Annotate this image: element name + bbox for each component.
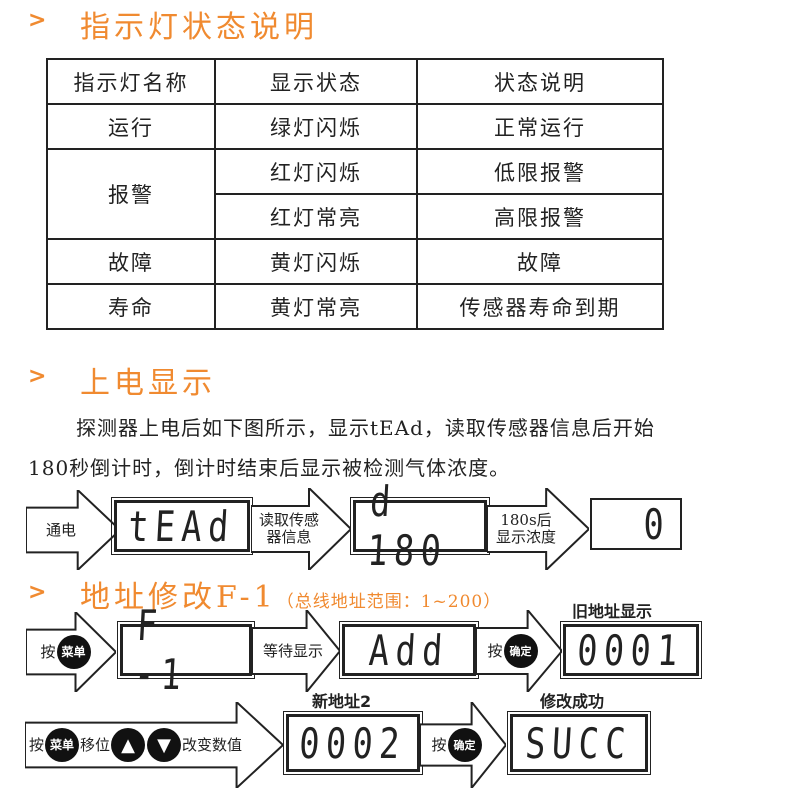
display-text: F -1 xyxy=(132,601,189,699)
display-text: Add xyxy=(367,625,451,675)
led-display: 0001 xyxy=(560,621,702,679)
flow-arrow: 读取传感器信息 xyxy=(251,488,351,570)
cell-desc: 故障 xyxy=(416,238,664,285)
section-title-poweron: 上电显示 xyxy=(80,366,216,401)
arrow-label: 180s后显示浓度 xyxy=(489,488,563,570)
led-display: 0 xyxy=(590,498,682,550)
table-header-row: 指示灯名称 显示状态 状态说明 xyxy=(46,58,664,105)
display-text: 0002 xyxy=(298,718,408,768)
led-display: F -1 xyxy=(117,601,255,699)
led-display: d 180 xyxy=(350,477,490,575)
menu-button-icon: 菜单 xyxy=(56,635,91,669)
cell-state: 绿灯闪烁 xyxy=(214,103,418,150)
change-text: 改变数值 xyxy=(182,735,243,754)
press-text: 按 xyxy=(40,642,56,661)
arrow-label: 按确定 xyxy=(482,610,544,692)
arrow-label: 按 菜单 移位 ▲ ▼ 改变数值 xyxy=(29,702,275,788)
flow-arrow: 180s后显示浓度 xyxy=(487,488,589,570)
down-button-icon: ▼ xyxy=(147,728,182,762)
cell-desc: 低限报警 xyxy=(416,148,664,195)
flow-arrow: 按确定 xyxy=(420,702,506,788)
chevron-icon: > xyxy=(28,580,47,605)
indicator-table: 指示灯名称 显示状态 状态说明 运行 绿灯闪烁 正常运行 报警 红灯闪烁 低限报… xyxy=(46,58,664,330)
cell-name: 报警 xyxy=(46,148,216,240)
label-line: 180s后 xyxy=(500,511,552,529)
header-cell: 状态说明 xyxy=(416,58,664,105)
section-title-indicator: 指示灯状态说明 xyxy=(80,10,318,45)
display-text: SUCC xyxy=(524,718,634,768)
table-row: 运行 绿灯闪烁 正常运行 xyxy=(46,103,664,150)
caption-new-address: 新地址2 xyxy=(312,692,372,711)
table-row: 红灯常亮 高限报警 xyxy=(47,193,664,240)
title-note: （总线地址范围：1~200） xyxy=(276,592,502,612)
cell-name: 故障 xyxy=(46,238,216,285)
arrow-label: 读取传感器信息 xyxy=(253,488,325,570)
caption-success: 修改成功 xyxy=(540,692,605,711)
display-text: 0001 xyxy=(576,625,686,675)
menu-button-icon: 菜单 xyxy=(45,728,80,762)
cell-state: 黄灯常亮 xyxy=(214,283,418,330)
display-text: tEAd xyxy=(127,501,237,551)
arrow-label: 等待显示 xyxy=(262,641,323,660)
section-title-address: 地址修改F-1（总线地址范围：1~200） xyxy=(80,572,501,616)
cell-name: 运行 xyxy=(46,103,216,150)
flow-arrow: 通电 xyxy=(26,490,120,570)
header-cell: 指示灯名称 xyxy=(46,58,216,105)
confirm-button-icon: 确定 xyxy=(503,634,538,668)
display-text: 0 xyxy=(643,499,664,549)
chevron-icon: > xyxy=(28,8,47,33)
arrow-label: 按菜单 xyxy=(36,612,96,692)
chevron-icon: > xyxy=(28,364,47,389)
table-row: 寿命 黄灯常亮 传感器寿命到期 xyxy=(46,283,664,330)
press-text: 按 xyxy=(29,735,45,754)
led-display: Add xyxy=(339,621,479,679)
flow-arrow: 按 菜单 移位 ▲ ▼ 改变数值 xyxy=(25,702,283,788)
caption-old-address: 旧地址显示 xyxy=(572,602,653,621)
flow-arrow: 按确定 xyxy=(476,610,562,692)
paragraph-line: 180秒倒计时，倒计时结束后显示被检测气体浓度。 xyxy=(28,456,511,480)
led-display: tEAd xyxy=(111,497,253,555)
cell-state: 红灯常亮 xyxy=(214,193,418,240)
cell-desc: 高限报警 xyxy=(416,193,664,240)
flow-arrow: 等待显示 xyxy=(252,610,340,692)
cell-name: 寿命 xyxy=(46,283,216,330)
table-row: 报警 红灯闪烁 低限报警 xyxy=(46,148,664,240)
header-cell: 显示状态 xyxy=(214,58,418,105)
label-line: 读取传感 xyxy=(258,511,319,529)
arrow-label: 按确定 xyxy=(426,702,488,788)
label-line: 器信息 xyxy=(266,528,312,546)
cell-state: 红灯闪烁 xyxy=(214,148,418,195)
table-row: 故障 黄灯闪烁 故障 xyxy=(46,238,664,285)
confirm-button-icon: 确定 xyxy=(447,728,482,762)
shift-text: 移位 xyxy=(80,735,111,754)
led-display: SUCC xyxy=(507,711,651,775)
cell-state: 黄灯闪烁 xyxy=(214,238,418,285)
press-text: 按 xyxy=(487,641,503,660)
flow-arrow: 按菜单 xyxy=(26,612,116,692)
title-text: 地址修改F-1 xyxy=(80,580,277,615)
label-line: 显示浓度 xyxy=(495,528,556,546)
paragraph-line: 探测器上电后如下图所示，显示tEAd，读取传感器信息后开始 xyxy=(76,416,655,440)
cell-desc: 正常运行 xyxy=(416,103,664,150)
led-display: 0002 xyxy=(283,711,423,775)
press-text: 按 xyxy=(431,735,447,754)
arrow-label: 通电 xyxy=(45,520,76,539)
up-button-icon: ▲ xyxy=(111,728,146,762)
cell-desc: 传感器寿命到期 xyxy=(416,283,664,330)
display-text: d 180 xyxy=(366,477,449,575)
